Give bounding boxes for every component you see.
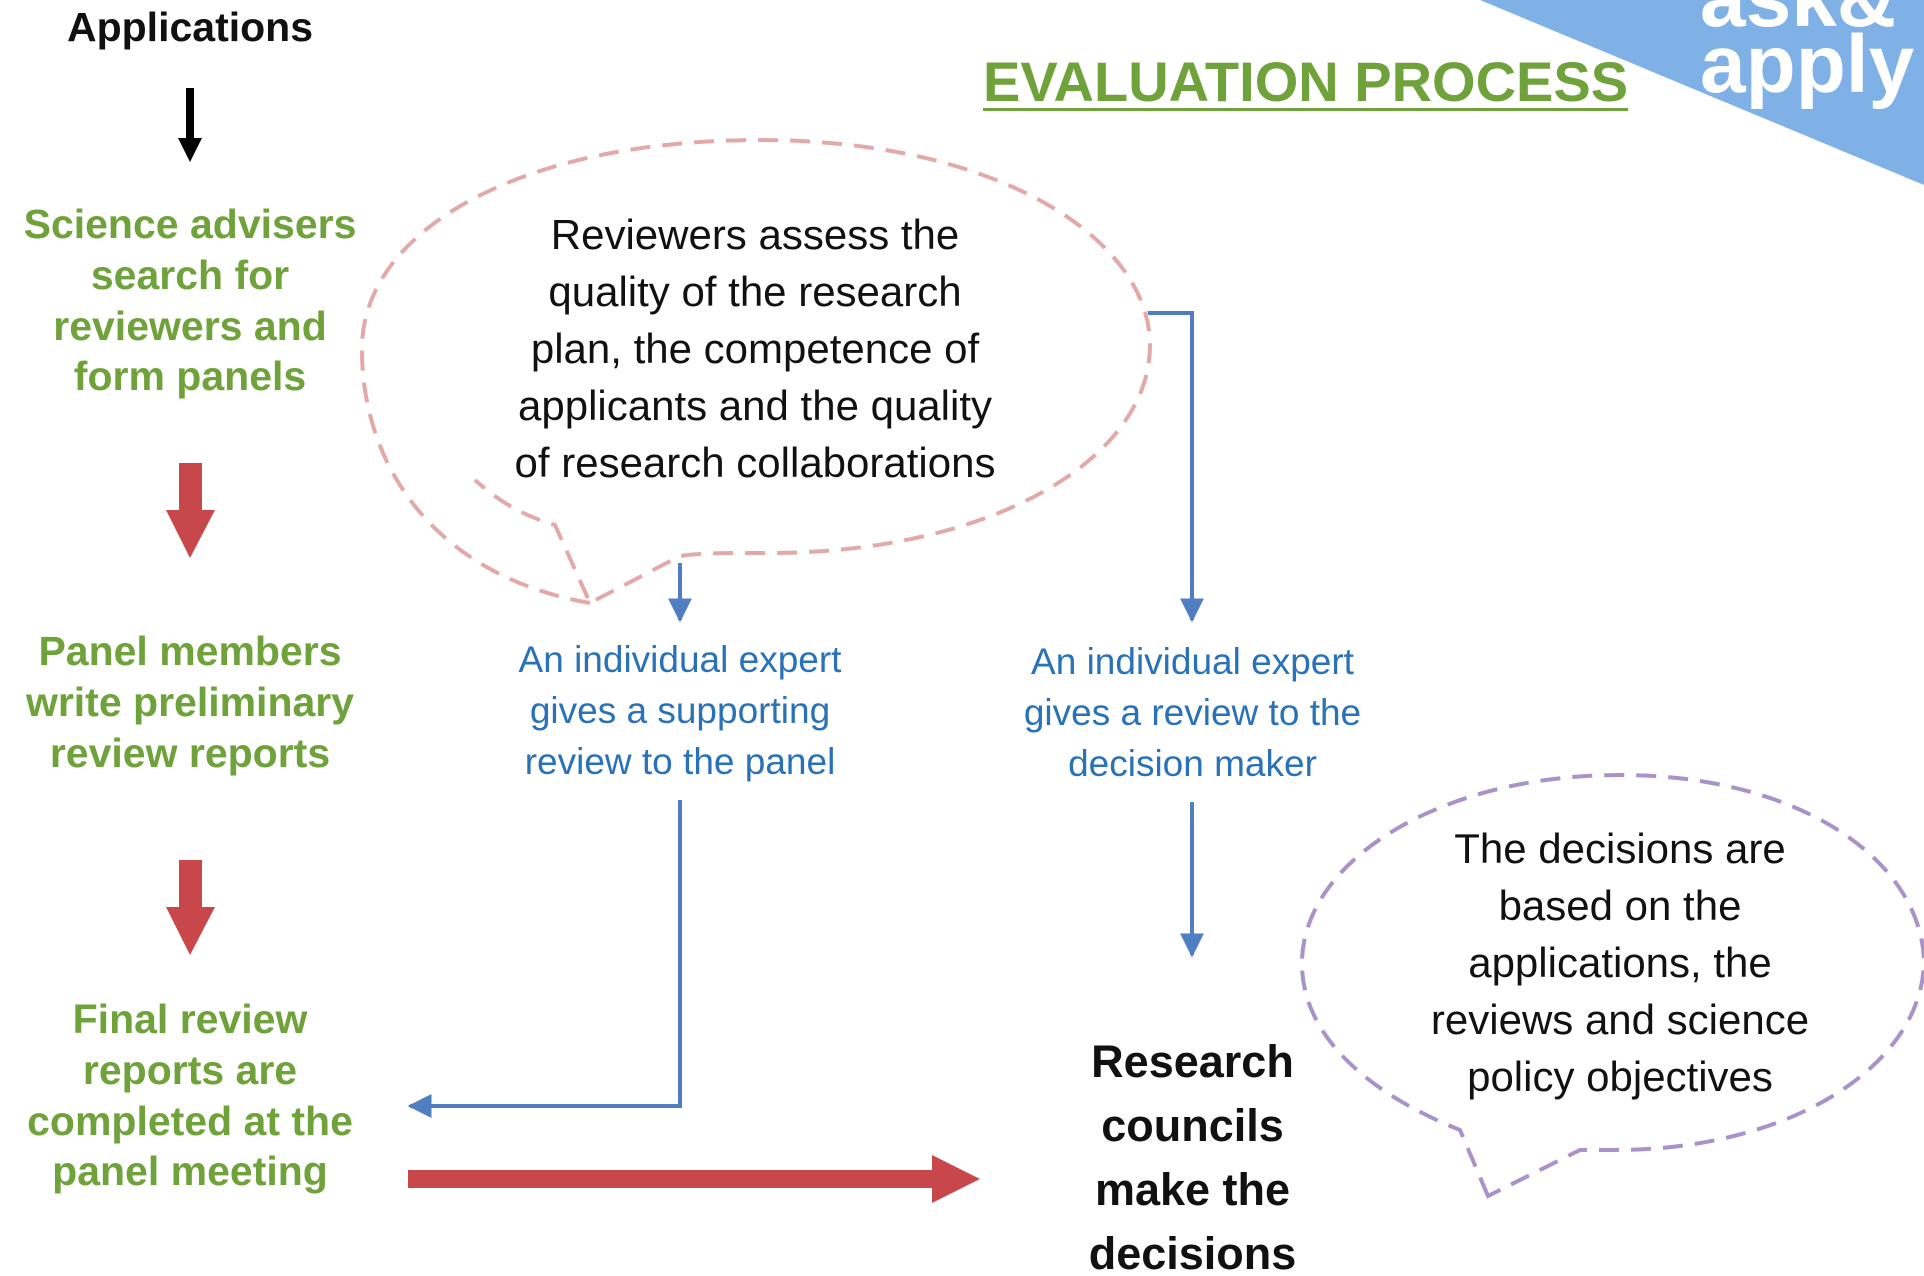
arrow-applications-to-advisers bbox=[178, 88, 202, 162]
step-science-advisers: Science advisers search for reviewers an… bbox=[23, 201, 357, 400]
step-research-councils: Research councils make the decisions bbox=[1088, 1036, 1297, 1276]
ask-and-apply-logo: ask& apply bbox=[1700, 0, 1915, 110]
arrow-panel-members-to-final-review bbox=[166, 860, 215, 955]
connector-bubble-to-decision-expert bbox=[1148, 311, 1204, 623]
arrow-final-review-to-councils bbox=[408, 1155, 980, 1203]
expert-decision-maker-review: An individual expert gives a review to t… bbox=[1023, 641, 1362, 785]
reviewers-bubble-text: Reviewers assess the quality of the rese… bbox=[514, 211, 996, 487]
arrow-advisers-to-panel-members bbox=[166, 463, 215, 558]
expert-supporting-review: An individual expert gives a supporting … bbox=[518, 639, 842, 783]
step-final-review: Final review reports are completed at th… bbox=[27, 996, 353, 1195]
logo-background bbox=[1480, 0, 1924, 185]
page-title: EVALUATION PROCESS bbox=[983, 50, 1629, 113]
connector-supporting-expert-to-final-review bbox=[407, 800, 682, 1118]
reviewers-speech-bubble bbox=[359, 137, 1153, 606]
decisions-speech-bubble bbox=[1299, 772, 1924, 1199]
decisions-bubble-text: The decisions are based on the applicati… bbox=[1430, 825, 1810, 1101]
step-panel-members: Panel members write preliminary review r… bbox=[25, 628, 355, 776]
step-applications: Applications bbox=[66, 4, 314, 50]
logo-line-2: apply bbox=[1700, 19, 1915, 110]
